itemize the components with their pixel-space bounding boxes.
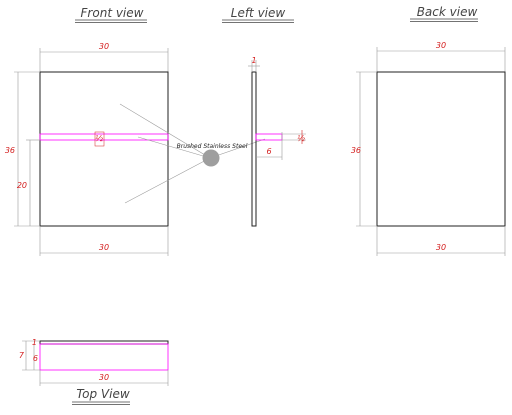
left-slot-thickness-label: ½ — [297, 134, 305, 143]
front-slot-dim-box — [94, 131, 105, 147]
back-view-title: Back view — [417, 5, 478, 19]
front-plate-outline — [39, 71, 169, 227]
material-leader-3 — [124, 157, 211, 204]
front-slot-thickness-label: ½ — [95, 134, 103, 143]
material-leader-2 — [137, 136, 211, 159]
top-slot-depth-label: 6 — [33, 354, 38, 363]
front-bottom-width-label: 30 — [99, 243, 109, 252]
left-slot-depth-label: 6 — [266, 147, 271, 156]
material-callout: Brushed Stainless Steel — [119, 103, 266, 204]
left-view-title: Left view — [231, 6, 286, 20]
material-label: Brushed Stainless Steel — [177, 143, 248, 150]
top-slot-highlight — [39, 343, 169, 371]
front-view-title: Front view — [81, 6, 144, 20]
front-view: 30 ½ 36 20 30 — [5, 42, 169, 256]
top-view-title: Top View — [76, 387, 130, 401]
left-plate-outline — [251, 71, 257, 227]
front-height-label: 36 — [5, 146, 15, 155]
back-bottom-width-label: 30 — [436, 243, 446, 252]
back-top-width-label: 30 — [436, 41, 446, 50]
top-width-label: 30 — [99, 373, 109, 382]
material-marker — [202, 149, 220, 167]
top-view: 7 6 1 30 — [19, 338, 169, 386]
back-view: 30 36 30 — [351, 41, 506, 256]
top-plate-outline — [39, 340, 169, 345]
back-plate-outline — [376, 71, 506, 227]
top-overall-depth-label: 7 — [19, 351, 25, 360]
material-leader-1 — [119, 103, 211, 159]
left-view: 1 6 ½ — [248, 56, 306, 227]
back-height-label: 36 — [351, 146, 361, 155]
left-thickness-label: 1 — [251, 56, 256, 65]
top-plate-thickness-label: 1 — [32, 338, 37, 347]
front-slot-offset-label: 20 — [17, 181, 27, 190]
left-slot-highlight — [255, 133, 283, 141]
front-top-width-label: 30 — [99, 42, 109, 51]
